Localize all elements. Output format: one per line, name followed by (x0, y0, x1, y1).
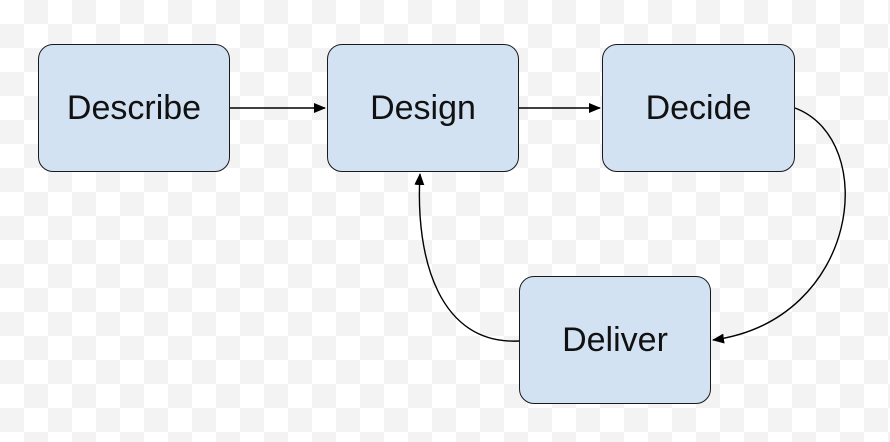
node-describe-label: Describe (66, 88, 202, 127)
node-design: Design (327, 44, 519, 172)
node-describe: Describe (38, 44, 230, 172)
node-design-label: Design (370, 88, 476, 127)
node-deliver: Deliver (519, 276, 711, 404)
node-deliver-label: Deliver (562, 320, 668, 359)
node-decide: Decide (602, 44, 795, 172)
node-decide-label: Decide (645, 88, 752, 127)
edge-deliver-to-design (414, 173, 520, 342)
edge-decide-to-deliver (712, 107, 846, 344)
